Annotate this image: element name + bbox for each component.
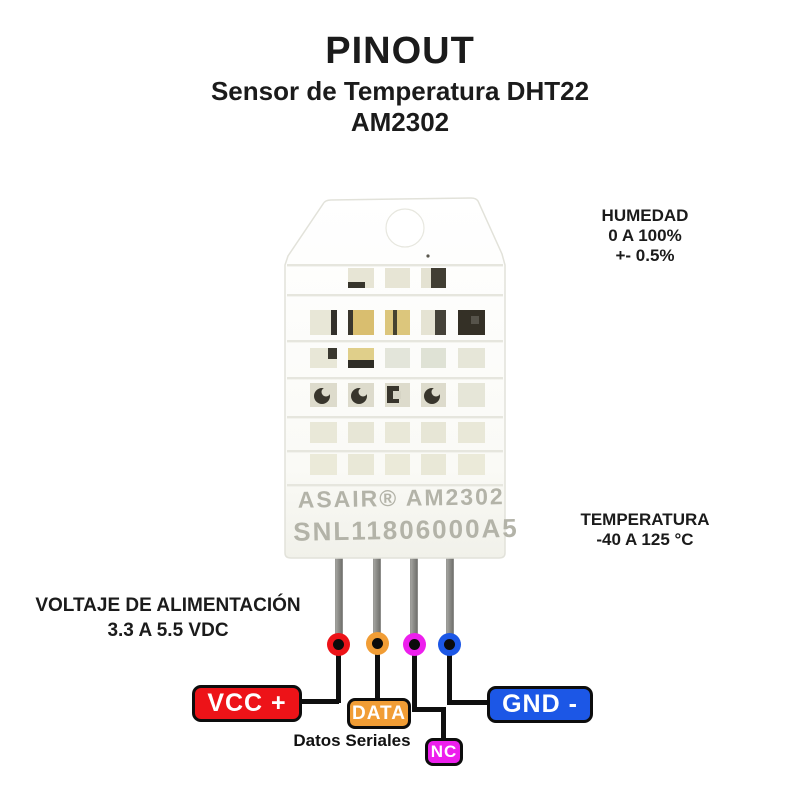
dht22-sensor-image: ASAIR® AM2302 SNL11806000A5 <box>284 197 519 646</box>
wire-gnd-horizontal <box>450 700 490 705</box>
pin-label-gnd: GND - <box>487 686 593 723</box>
sensor-pin-2 <box>373 549 381 646</box>
sensor-pins <box>335 549 454 646</box>
wire-data-vertical <box>375 645 380 702</box>
pin-dot-data <box>366 632 389 655</box>
sensor-pin-4 <box>446 549 454 646</box>
humidity-accuracy: +- 0.5% <box>615 246 675 265</box>
mounting-hole-rim <box>385 208 425 248</box>
page-title: PINOUT <box>325 30 475 72</box>
temperature-spec: TEMPERATURA -40 A 125 °C <box>545 510 745 550</box>
wire-vcc-horizontal <box>299 699 339 704</box>
temperature-title: TEMPERATURA <box>580 510 710 529</box>
pin-dot-gnd <box>438 633 461 656</box>
wire-vcc-vertical <box>336 645 341 703</box>
pin-dot-nc <box>403 633 426 656</box>
serial-data-note: Datos Seriales <box>293 731 411 750</box>
voltage-spec: VOLTAJE DE ALIMENTACIÓN 3.3 A 5.5 VDC <box>15 593 321 643</box>
vent-holes <box>310 268 485 475</box>
voltage-value: 3.3 A 5.5 VDC <box>107 620 229 641</box>
wire-nc-horizontal <box>412 707 446 712</box>
temperature-range: -40 A 125 °C <box>596 530 694 549</box>
sensor-serial-label: SNL11806000A5 <box>293 513 519 547</box>
sensor-engraving: ASAIR® AM2302 SNL11806000A5 <box>293 483 519 547</box>
subtitle-line1: Sensor de Temperatura DHT22 <box>210 76 590 106</box>
sensor-pin-3 <box>410 549 418 646</box>
subtitle-line2: AM2302 <box>350 107 450 137</box>
pin-label-nc: NC <box>425 738 463 766</box>
wire-nc-vertical-2 <box>441 708 446 742</box>
pin-dot-vcc <box>327 633 350 656</box>
voltage-title: VOLTAJE DE ALIMENTACIÓN <box>35 595 301 616</box>
sensor-pin-1 <box>335 549 343 646</box>
sensor-model-label: ASAIR® AM2302 <box>297 483 504 513</box>
pin-label-vcc: VCC + <box>192 685 302 722</box>
page-subtitle: Sensor de Temperatura DHT22 AM2302 <box>0 76 800 138</box>
humidity-spec: HUMEDAD 0 A 100% +- 0.5% <box>555 206 735 266</box>
pin-label-data: DATA <box>347 698 411 729</box>
wire-nc-vertical-1 <box>412 645 417 712</box>
case-speck <box>426 254 430 258</box>
humidity-range: 0 A 100% <box>608 226 682 245</box>
wire-gnd-vertical <box>447 645 452 705</box>
case-slat-ridges <box>287 264 503 487</box>
humidity-title: HUMEDAD <box>601 206 689 225</box>
